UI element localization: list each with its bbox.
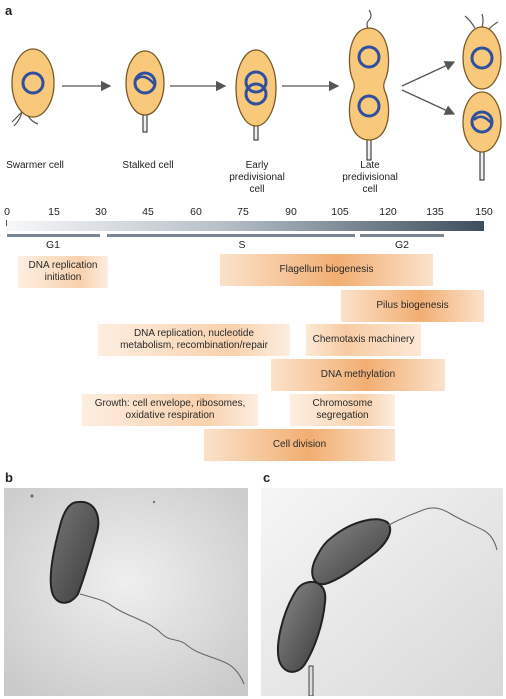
process-cell-division: Cell division <box>204 429 395 461</box>
stage-label-late: Late predivisional cell <box>342 160 398 195</box>
panel-label-c: c <box>263 470 271 485</box>
process-dna-replication-initiation: DNA replication initiation <box>18 256 108 288</box>
stage-label-swarmer: Swarmer cell <box>6 160 64 171</box>
process-dna-replication-metabolism: DNA replication, nucleotide metabolism, … <box>98 324 290 356</box>
panel-label-a: a <box>5 3 13 18</box>
late-predivisional-cell <box>348 9 390 161</box>
daughter-swarmer-cell <box>462 13 502 90</box>
tick-105: 105 <box>331 206 349 218</box>
stage-label-early: Early predivisional cell <box>229 160 285 195</box>
swarmer-cell <box>11 48 55 127</box>
micrograph-c <box>261 488 503 696</box>
process-pilus-biogenesis: Pilus biogenesis <box>341 290 484 322</box>
process-growth: Growth: cell envelope, ribosomes, oxidat… <box>82 394 258 426</box>
tick-15: 15 <box>48 206 60 218</box>
tick-120: 120 <box>379 206 397 218</box>
cell-cycle-diagram <box>11 9 502 181</box>
tick-0: 0 <box>4 206 10 218</box>
tick-60: 60 <box>190 206 202 218</box>
panel-label-b: b <box>5 470 13 485</box>
phase-label-g2: G2 <box>394 239 410 251</box>
stalked-cell <box>125 50 165 133</box>
daughter-stalked-cell <box>462 91 502 181</box>
tick-90: 90 <box>285 206 297 218</box>
tick-30: 30 <box>95 206 107 218</box>
micrograph-b <box>4 488 248 696</box>
tick-75: 75 <box>237 206 249 218</box>
phase-label-s: S <box>238 239 246 251</box>
timeline-start-mark <box>6 220 7 226</box>
stage-label-stalked: Stalked cell <box>122 160 174 171</box>
process-chromosome-segregation: Chromosome segregation <box>290 394 395 426</box>
phase-bar-g1 <box>7 234 100 237</box>
early-predivisional-cell <box>235 49 277 141</box>
process-flagellum-biogenesis: Flagellum biogenesis <box>220 254 433 286</box>
process-chemotaxis-machinery: Chemotaxis machinery <box>306 324 421 356</box>
phase-label-g1: G1 <box>45 239 61 251</box>
phase-bar-g2 <box>360 234 444 237</box>
tick-45: 45 <box>142 206 154 218</box>
phase-bar-s <box>107 234 355 237</box>
tick-135: 135 <box>426 206 444 218</box>
timeline-bar <box>6 221 484 231</box>
tick-150: 150 <box>475 206 493 218</box>
process-dna-methylation: DNA methylation <box>271 359 445 391</box>
